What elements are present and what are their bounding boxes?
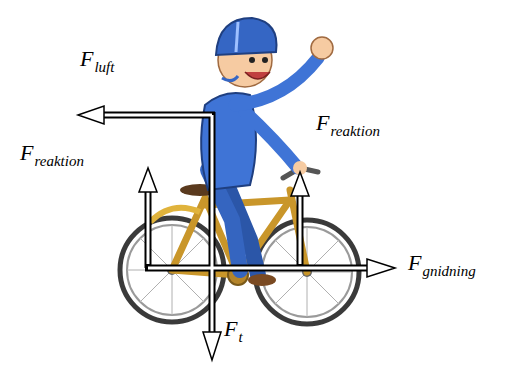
force-symbol: F bbox=[316, 110, 329, 135]
force-arrows bbox=[78, 106, 395, 360]
force-symbol: F bbox=[20, 140, 33, 165]
force-symbol: F bbox=[408, 250, 421, 275]
force-subscript: t bbox=[238, 329, 242, 345]
force-label-reaction: Freaktion bbox=[316, 112, 380, 134]
force-symbol: F bbox=[224, 316, 237, 341]
force-subscript: luft bbox=[94, 59, 114, 75]
force-label-friction: Fgnidning bbox=[408, 252, 476, 274]
force-label-reaction: Freaktion bbox=[20, 142, 84, 164]
force-label-gravity: Ft bbox=[224, 318, 243, 340]
force-label-air: Fluft bbox=[80, 48, 114, 70]
rider bbox=[201, 18, 333, 286]
force-subscript: reaktion bbox=[34, 153, 83, 169]
force-subscript: reaktion bbox=[330, 123, 379, 139]
force-subscript: gnidning bbox=[422, 263, 475, 279]
mudguard bbox=[150, 208, 200, 222]
force-symbol: F bbox=[80, 46, 93, 71]
